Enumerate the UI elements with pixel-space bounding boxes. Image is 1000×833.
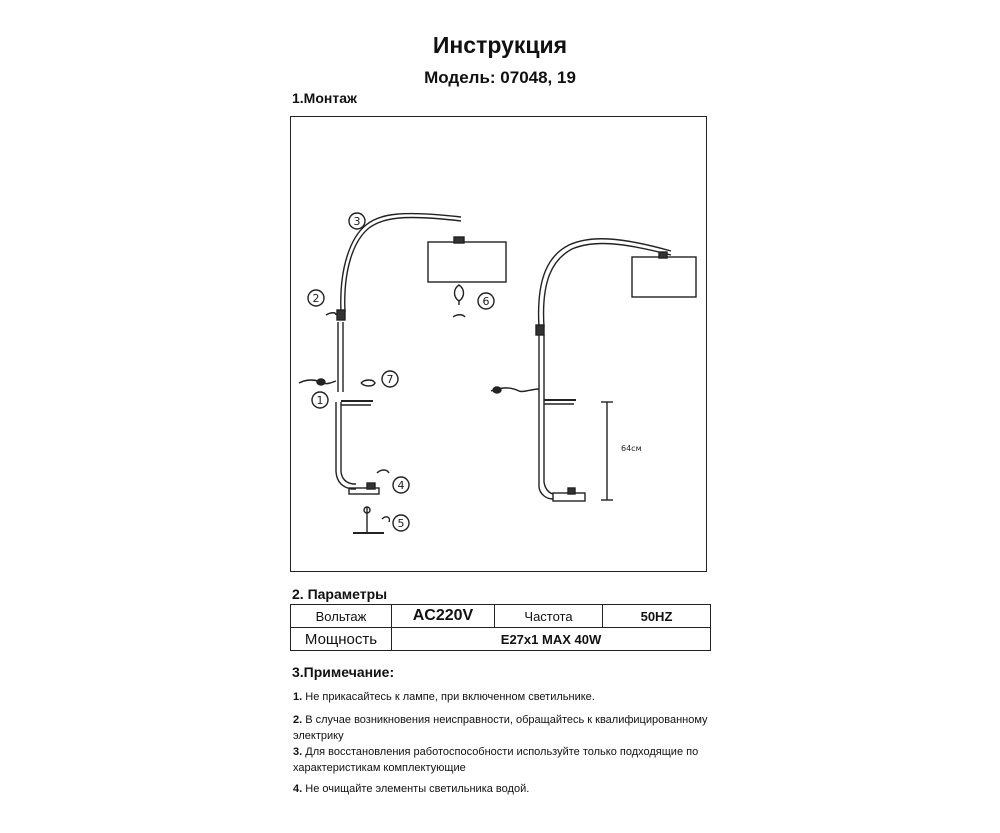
power-value: E27x1 MAX 40W (391, 627, 711, 651)
callout-7: 7 (387, 373, 394, 386)
callout-2: 2 (313, 292, 320, 305)
note-text: Не очищайте элементы светильника водой. (305, 783, 530, 795)
note-item: 2. В случае возникновения неисправности,… (293, 712, 713, 744)
section-notes-heading: 3.Примечание: (292, 664, 395, 680)
callout-4: 4 (398, 479, 405, 492)
assembly-diagram: 3 2 1 4 5 6 7 64см (290, 116, 707, 572)
voltage-label: Вольтаж (290, 604, 392, 628)
assembly-drawing: 3 2 1 4 5 6 7 64см (298, 212, 697, 534)
note-number: 1. (293, 691, 303, 703)
note-number: 4. (293, 783, 303, 795)
table-row: Мощность E27x1 MAX 40W (290, 627, 711, 651)
page-title: Инструкция (432, 32, 568, 58)
note-text: Не прикасайтесь к лампе, при включенном … (305, 691, 595, 703)
upper-arc-right (537, 238, 672, 328)
callout-3: 3 (354, 215, 361, 228)
model-number: Модель: 07048, 19 (424, 68, 576, 87)
section-assembly-heading: 1.Монтаж (292, 90, 357, 106)
arc-joint-left (336, 309, 346, 321)
frequency-label: Частота (494, 604, 603, 628)
section-parameters-heading: 2. Параметры (292, 586, 388, 602)
shade-left (427, 241, 507, 283)
note-item: 1. Не прикасайтесь к лампе, при включенн… (293, 689, 713, 705)
callout-1: 1 (317, 394, 324, 407)
note-item: 4. Не очищайте элементы светильника водо… (293, 781, 713, 797)
note-item: 3. Для восстановления работоспособности … (293, 744, 713, 776)
power-label: Мощность (290, 627, 392, 651)
note-text: Для восстановления работоспособности исп… (293, 746, 699, 774)
upper-arc-left (340, 212, 462, 313)
frequency-value: 50HZ (602, 604, 711, 628)
note-number: 3. (293, 746, 303, 758)
dimension-label: 64см (621, 444, 642, 453)
note-text: В случае возникновения неисправности, об… (293, 714, 708, 742)
parameters-table: Вольтаж AC220V Частота 50HZ Мощность E27… (290, 604, 711, 651)
note-number: 2. (293, 714, 303, 726)
base-plate-left (348, 487, 380, 495)
callout-6: 6 (483, 295, 490, 308)
voltage-value: AC220V (391, 604, 495, 628)
shade-right (631, 256, 697, 298)
table-row: Вольтаж AC220V Частота 50HZ (290, 604, 711, 628)
callout-5: 5 (398, 517, 405, 530)
